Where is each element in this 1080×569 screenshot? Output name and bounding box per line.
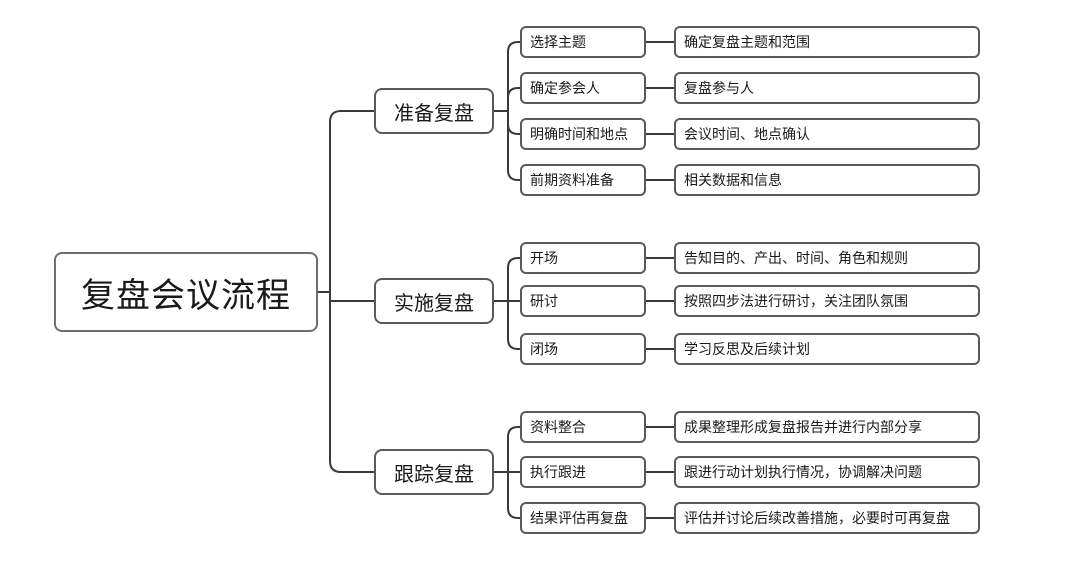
detail-label: 相关数据和信息	[684, 173, 782, 189]
branch-prepare-node: 准备复盘	[374, 88, 494, 134]
branch-track-node: 跟踪复盘	[374, 449, 494, 495]
branch-implement-node: 实施复盘	[374, 278, 494, 324]
detail-label: 会议时间、地点确认	[684, 127, 810, 143]
implement-item-label: 开场	[530, 251, 558, 267]
implement-item-node: 研讨	[520, 285, 646, 317]
connector-root-to-implement	[329, 292, 374, 302]
branch-track-label: 跟踪复盘	[394, 461, 474, 486]
connector-root-to-prepare	[329, 110, 374, 292]
detail-label: 复盘参与人	[684, 81, 754, 97]
detail-node: 跟进行动计划执行情况，协调解决问题	[674, 456, 980, 488]
connector-prepare-to-item4	[507, 111, 520, 181]
detail-node: 复盘参与人	[674, 72, 980, 104]
branch-prepare-label: 准备复盘	[394, 100, 474, 125]
detail-label: 评估并讨论后续改善措施，必要时可再复盘	[684, 511, 950, 527]
detail-node: 会议时间、地点确认	[674, 118, 980, 150]
prepare-item-node: 前期资料准备	[520, 164, 646, 196]
prepare-item-node: 明确时间和地点	[520, 118, 646, 150]
prepare-item-label: 前期资料准备	[530, 173, 614, 189]
prepare-item-label: 确定参会人	[530, 81, 600, 97]
prepare-item-label: 选择主题	[530, 35, 586, 51]
connector-prepare-to-item2	[507, 87, 520, 111]
connector-prepare-to-item1	[507, 41, 520, 111]
track-item-node: 资料整合	[520, 411, 646, 443]
track-item-label: 资料整合	[530, 420, 586, 436]
track-item-node: 执行跟进	[520, 456, 646, 488]
detail-node: 确定复盘主题和范围	[674, 26, 980, 58]
implement-item-label: 研讨	[530, 294, 558, 310]
detail-label: 跟进行动计划执行情况，协调解决问题	[684, 465, 922, 481]
connector-track-to-item1	[507, 426, 520, 472]
branch-implement-label: 实施复盘	[394, 290, 474, 315]
track-item-label: 执行跟进	[530, 465, 586, 481]
connector-implement-to-item3	[507, 301, 520, 350]
detail-node: 告知目的、产出、时间、角色和规则	[674, 242, 980, 274]
prepare-item-label: 明确时间和地点	[530, 127, 628, 143]
detail-node: 按照四步法进行研讨，关注团队氛围	[674, 285, 980, 317]
connector-prepare-to-item3	[507, 111, 520, 135]
track-item-label: 结果评估再复盘	[530, 511, 628, 527]
track-item-node: 结果评估再复盘	[520, 502, 646, 534]
detail-label: 学习反思及后续计划	[684, 342, 810, 358]
prepare-item-node: 选择主题	[520, 26, 646, 58]
implement-item-label: 闭场	[530, 342, 558, 358]
detail-label: 告知目的、产出、时间、角色和规则	[684, 251, 908, 267]
root-node: 复盘会议流程	[54, 252, 318, 332]
connector-implement-to-item1	[507, 257, 520, 301]
detail-node: 成果整理形成复盘报告并进行内部分享	[674, 411, 980, 443]
detail-node: 相关数据和信息	[674, 164, 980, 196]
detail-label: 确定复盘主题和范围	[684, 35, 810, 51]
detail-label: 按照四步法进行研讨，关注团队氛围	[684, 294, 908, 310]
connector-root-to-track	[329, 292, 374, 473]
implement-item-node: 开场	[520, 242, 646, 274]
implement-item-node: 闭场	[520, 333, 646, 365]
root-label: 复盘会议流程	[81, 275, 291, 316]
detail-node: 评估并讨论后续改善措施，必要时可再复盘	[674, 502, 980, 534]
detail-node: 学习反思及后续计划	[674, 333, 980, 365]
detail-label: 成果整理形成复盘报告并进行内部分享	[684, 420, 922, 436]
prepare-item-node: 确定参会人	[520, 72, 646, 104]
connector-track-to-item3	[507, 472, 520, 519]
